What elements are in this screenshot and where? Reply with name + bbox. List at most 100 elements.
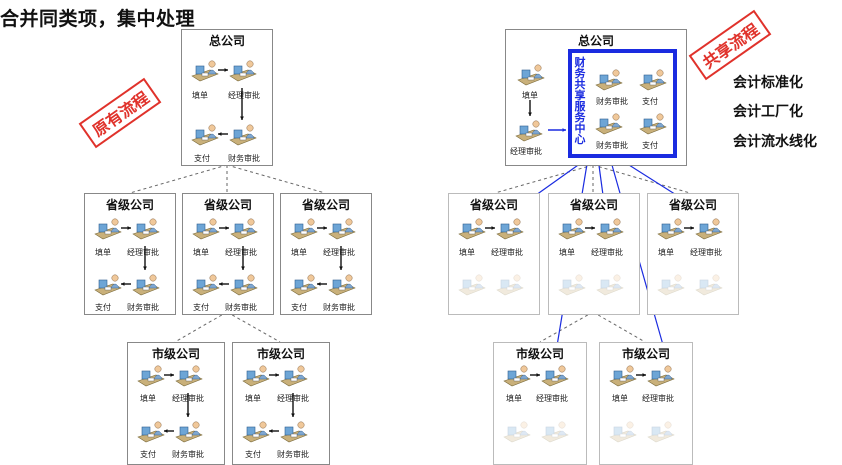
benefit-label: 会计流水线化: [733, 134, 817, 150]
clerk-at-desk-icon: [558, 274, 586, 296]
clerk-at-desk-icon: [132, 274, 160, 296]
flow-arrow: [218, 132, 228, 136]
flow-arrow: [548, 128, 566, 132]
flow-arrow: [530, 373, 540, 377]
flow-arrow: [339, 246, 343, 270]
clerk-at-desk-icon: [192, 218, 220, 240]
flow-arrow: [218, 68, 228, 72]
step-label: 填单: [559, 248, 575, 257]
step-label: 支付: [193, 303, 209, 312]
flow-arrow: [317, 282, 327, 286]
left-city-box: 市级公司 填单 经理审批 支付 财务审批: [127, 342, 225, 465]
box-title: 省级公司: [203, 198, 252, 212]
clerk-at-desk-icon: [595, 113, 623, 135]
clerk-at-desk-icon: [695, 274, 723, 296]
box-title: 省级公司: [569, 198, 618, 212]
clerk-at-desk-icon: [541, 421, 569, 443]
step-label: 填单: [291, 248, 307, 257]
step-label: 财务审批: [225, 303, 257, 312]
clerk-at-desk-icon: [639, 113, 667, 135]
left-province-box: 省级公司 填单 经理审批 支付 财务审批: [280, 193, 372, 315]
step-label: 财务审批: [277, 450, 309, 459]
clerk-at-desk-icon: [503, 365, 531, 387]
step-label: 经理审批: [642, 394, 674, 403]
clerk-at-desk-icon: [657, 218, 685, 240]
right-city-box: 市级公司 填单 经理审批: [599, 342, 693, 465]
clerk-at-desk-icon: [695, 218, 723, 240]
step-label: 财务审批: [127, 303, 159, 312]
box-title: 省级公司: [668, 198, 717, 212]
flow-arrow: [528, 100, 532, 116]
flow-arrow: [269, 429, 279, 433]
center-step-label: 支付: [642, 141, 658, 150]
center-name: 财务共享服务中心: [574, 56, 586, 146]
step-label: 经理审批: [127, 248, 159, 257]
clerk-at-desk-icon: [94, 218, 122, 240]
right-province-box: 省级公司 填单 经理审批: [448, 193, 540, 315]
step-label: 经理审批: [536, 394, 568, 403]
flow-arrow: [485, 226, 495, 230]
box-title: 市级公司: [515, 347, 564, 361]
flow-arrow: [240, 88, 244, 120]
left-province-box: 省级公司 填单 经理审批 支付 财务审批: [84, 193, 176, 315]
step-label: 经理审批: [491, 248, 523, 257]
flow-arrow: [684, 226, 694, 230]
flow-arrow: [186, 393, 190, 417]
step-label: 填单: [459, 248, 475, 257]
benefit-label: 会计工厂化: [733, 104, 803, 120]
step-label: 经理审批: [690, 248, 722, 257]
benefit-label: 会计标准化: [733, 75, 803, 91]
step-label: 填单: [522, 91, 538, 100]
clerk-at-desk-icon: [596, 218, 624, 240]
clerk-at-desk-icon: [503, 421, 531, 443]
clerk-at-desk-icon: [132, 218, 160, 240]
left-province-box: 省级公司 填单 经理审批 支付 财务审批: [182, 193, 274, 315]
box-title: 总公司: [208, 34, 245, 48]
clerk-at-desk-icon: [328, 218, 356, 240]
step-label: 填单: [192, 91, 208, 100]
box-title: 市级公司: [151, 347, 200, 361]
page-heading: 合并同类项，集中处理: [0, 8, 196, 30]
clerk-at-desk-icon: [515, 120, 543, 142]
clerk-at-desk-icon: [647, 421, 675, 443]
clerk-at-desk-icon: [280, 365, 308, 387]
clerk-at-desk-icon: [596, 274, 624, 296]
step-label: 经理审批: [225, 248, 257, 257]
step-label: 财务审批: [228, 154, 260, 163]
shared-service-center: 财务共享服务中心 财务审批 支付 财务审批 支付: [568, 49, 677, 158]
right-city-box: 市级公司 填单 经理审批: [493, 342, 587, 465]
box-title: 省级公司: [301, 198, 350, 212]
clerk-at-desk-icon: [229, 124, 257, 146]
left-city-box: 市级公司 填单 经理审批 支付 财务审批: [232, 342, 330, 465]
step-label: 填单: [658, 248, 674, 257]
step-label: 支付: [95, 303, 111, 312]
step-label: 支付: [291, 303, 307, 312]
flow-arrow: [121, 226, 131, 230]
clerk-at-desk-icon: [280, 421, 308, 443]
clerk-at-desk-icon: [175, 421, 203, 443]
left-hq-box: 总公司 填单 经理审批 支付 财务审批: [181, 29, 273, 166]
step-label: 财务审批: [323, 303, 355, 312]
step-label: 填单: [193, 248, 209, 257]
step-label: 经理审批: [228, 91, 260, 100]
box-title: 省级公司: [105, 198, 154, 212]
step-label: 填单: [612, 394, 628, 403]
clerk-at-desk-icon: [94, 274, 122, 296]
clerk-at-desk-icon: [191, 124, 219, 146]
clerk-at-desk-icon: [230, 274, 258, 296]
step-label: 支付: [245, 450, 261, 459]
clerk-at-desk-icon: [290, 274, 318, 296]
box-title: 省级公司: [469, 198, 518, 212]
clerk-at-desk-icon: [191, 60, 219, 82]
center-step-label: 财务审批: [596, 141, 628, 150]
clerk-at-desk-icon: [242, 365, 270, 387]
flow-arrow: [164, 429, 174, 433]
clerk-at-desk-icon: [496, 218, 524, 240]
center-step-label: 财务审批: [596, 97, 628, 106]
clerk-at-desk-icon: [290, 218, 318, 240]
clerk-at-desk-icon: [137, 365, 165, 387]
clerk-at-desk-icon: [517, 64, 545, 86]
clerk-at-desk-icon: [541, 365, 569, 387]
clerk-at-desk-icon: [230, 218, 258, 240]
